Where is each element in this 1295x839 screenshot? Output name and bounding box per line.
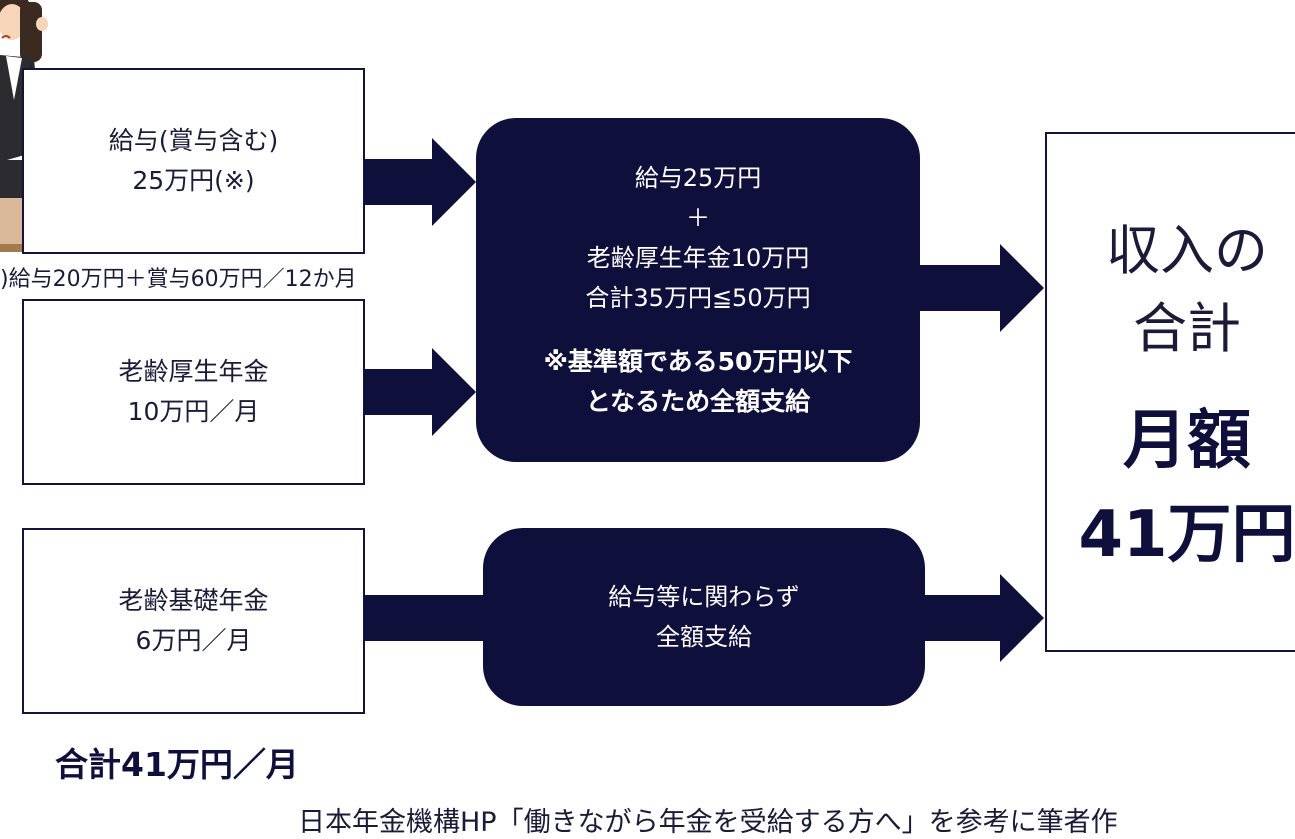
result-label2: 合計 bbox=[1133, 297, 1241, 360]
arrow-pension-to-calc bbox=[364, 348, 476, 436]
calc-plus: ＋ bbox=[686, 204, 710, 232]
basic-calc-line2: 全額支給 bbox=[656, 623, 752, 651]
result-monthly-label: 月額 bbox=[1123, 404, 1251, 478]
pension-box-line1: 老齢厚生年金 bbox=[118, 357, 269, 386]
salary-box: 給与(賞与含む) 25万円(※) bbox=[22, 68, 365, 254]
source-credit: 日本年金機構HP「働きながら年金を受給する方へ」を参考に筆者作 bbox=[298, 807, 1118, 838]
calc-line4: 合計35万円≦50万円 bbox=[585, 284, 811, 312]
pension-box-line2: 10万円／月 bbox=[127, 397, 260, 426]
calculation-box: 給与25万円 ＋ 老齢厚生年金10万円 合計35万円≦50万円 ※基準額である5… bbox=[476, 118, 920, 462]
basic-calc-line1: 給与等に関わらず bbox=[608, 583, 800, 611]
arrow-basic-calc-to-result bbox=[924, 574, 1044, 662]
arrow-calc-to-result bbox=[918, 244, 1044, 332]
calc-bold-note2: となるため全額支給 bbox=[585, 387, 811, 416]
calc-bold-note1: ※基準額である50万円以下 bbox=[543, 347, 853, 376]
calc-line3: 老齢厚生年金10万円 bbox=[586, 244, 810, 272]
salary-box-line2: 25万円(※) bbox=[132, 166, 255, 195]
pension-box: 老齢厚生年金 10万円／月 bbox=[22, 299, 365, 485]
basic-pension-box-line1: 老齢基礎年金 bbox=[118, 586, 269, 615]
result-label1: 収入の bbox=[1106, 219, 1268, 282]
arrow-salary-to-calc bbox=[364, 138, 476, 226]
salary-note: )給与20万円＋賞与60万円／12か月 bbox=[0, 267, 357, 292]
basic-pension-box-line2: 6万円／月 bbox=[135, 626, 252, 655]
salary-box-line1: 給与(賞与含む) bbox=[108, 126, 279, 155]
basic-calc-box: 給与等に関わらず 全額支給 bbox=[483, 528, 925, 706]
result-box: 収入の 合計 月額 41万円 bbox=[1045, 132, 1295, 652]
basic-pension-box: 老齢基礎年金 6万円／月 bbox=[22, 528, 365, 714]
total-label: 合計41万円／月 bbox=[55, 745, 299, 784]
calc-line1: 給与25万円 bbox=[634, 164, 762, 192]
result-amount: 41万円 bbox=[1078, 498, 1295, 572]
arrow-basic-to-calc bbox=[364, 595, 484, 641]
